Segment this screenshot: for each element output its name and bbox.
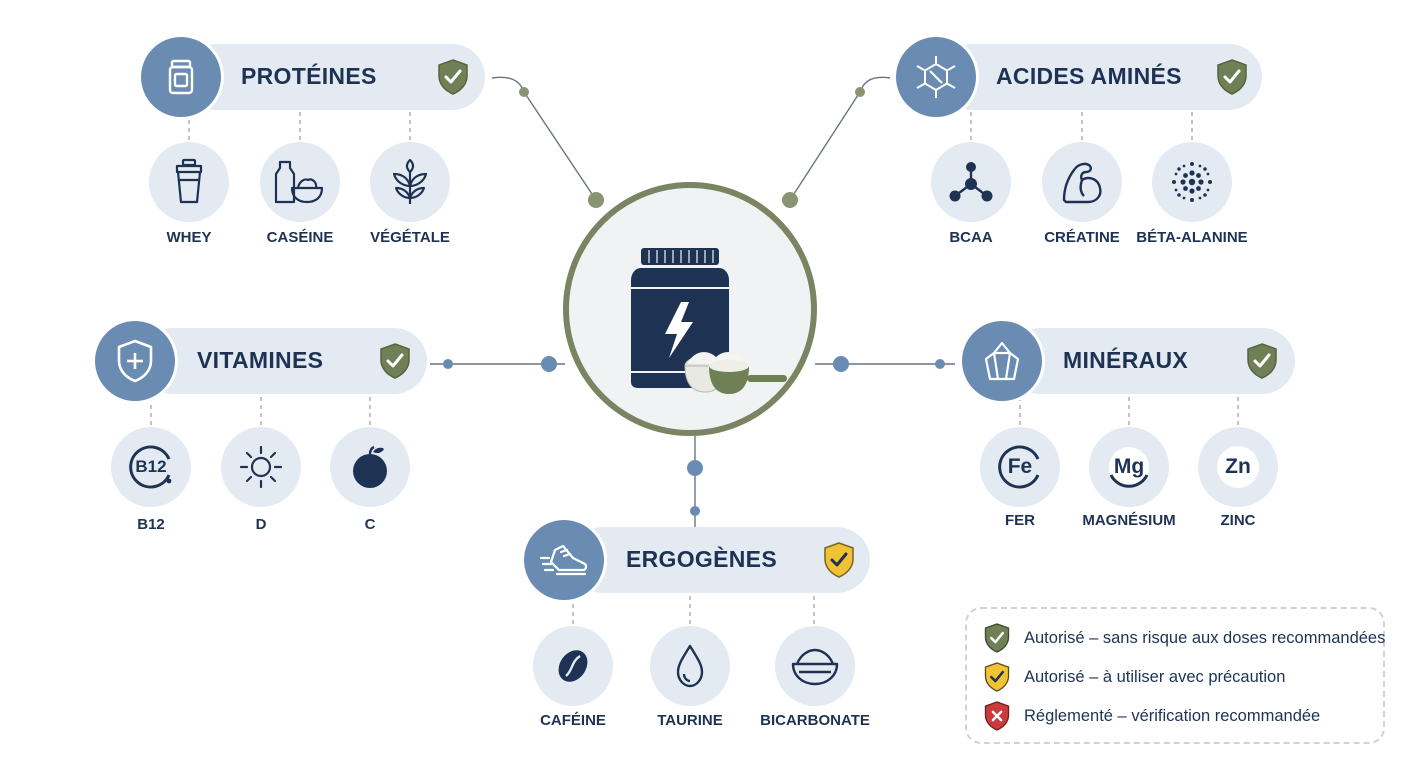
sub-label-vegetale: VÉGÉTALE [370,229,450,246]
sub-icon-cafeine [533,626,613,706]
sub-icon-creatine [1042,142,1122,222]
powder-bowl-icon [791,648,839,686]
sub-label-beta-alanine: BÉTA-ALANINE [1136,229,1248,246]
milk-bottle-bowl-icon [274,160,324,204]
category-title-ergogenes: ERGOGÈNES [626,546,777,572]
jar-icon [141,37,221,117]
shield-check-green-icon [1247,343,1277,379]
shield-check-green-icon [380,343,410,379]
sub-label-zinc: ZINC [1220,512,1256,529]
sub-label-caseine: CASÉINE [266,229,334,246]
sub-label-bcaa: BCAA [949,229,993,246]
sub-label-whey: WHEY [166,229,212,246]
ring-icon [1217,446,1259,488]
sub-label-bicarbonate: BICARBONATE [760,712,870,729]
link-acides [789,76,891,201]
category-pill-acides-amines [940,44,1262,110]
molecule-icon [949,162,993,202]
shield-x-red-icon [984,701,1010,731]
sub-icon-fer: Fe [980,427,1060,507]
ring-icon [998,445,1040,489]
legend-row-safe: Autorisé – sans risque aux doses recomma… [983,622,1385,654]
category-pill-proteines [185,44,485,110]
category-title-acides-amines: ACIDES AMINÉS [996,63,1182,89]
shield-plus-icon [95,321,175,401]
sub-label-c: C [364,516,376,533]
shield-check-yellow-icon [984,662,1010,692]
ring-icon [1109,447,1149,488]
crystal-icon [962,321,1042,401]
sub-icon-vegetale [370,142,450,222]
sub-icon-whey [149,142,229,222]
sub-icon-taurine [650,626,730,706]
legend-row-caution: Autorisé – à utiliser avec précaution [983,661,1285,693]
orange-fruit-icon [353,445,387,488]
supplement-jar-icon [631,248,787,394]
central-hub [563,182,817,436]
category-pill-ergogenes [570,527,870,593]
dot-cluster-icon [1172,162,1212,202]
legend-box: Autorisé – sans risque aux doses recomma… [965,607,1385,744]
hexagon-molecule-icon [896,37,976,117]
sub-icon-caseine [260,142,340,222]
mg-text: Mg [1113,455,1145,478]
sun-icon [239,445,283,489]
fe-text: Fe [1007,455,1033,478]
ring-icon [129,445,172,489]
flexed-arm-icon [1062,162,1102,204]
shield-check-green-icon [984,623,1010,653]
running-shoe-icon [524,520,604,600]
sub-label-d: D [255,516,267,533]
category-title-proteines: PROTÉINES [241,63,377,89]
shield-check-green-icon [438,59,468,95]
sub-icon-beta-alanine [1152,142,1232,222]
shaker-icon [175,158,203,204]
zn-text: Zn [1225,455,1251,478]
water-drop-icon [676,644,704,688]
sub-label-b12: B12 [137,516,165,533]
sub-icon-d [221,427,301,507]
category-title-mineraux: MINÉRAUX [1063,347,1189,373]
sub-icon-b12: B12 [111,427,191,507]
sub-label-fer: FER [1005,512,1035,529]
category-pill-vitamines [140,328,427,394]
sub-label-magnesium: MAGNÉSIUM [1082,512,1176,529]
category-pill-mineraux [1007,328,1295,394]
b12-text: B12 [135,457,167,476]
link-proteines [491,76,597,201]
sub-icon-zinc: Zn [1198,427,1278,507]
legend-text-caution: Autorisé – à utiliser avec précaution [1024,667,1286,686]
shield-check-green-icon [1217,59,1247,95]
sub-label-cafeine: CAFÉINE [540,712,606,729]
sub-icon-c [330,427,410,507]
sub-label-taurine: TAURINE [657,712,723,729]
shield-check-yellow-icon [824,542,854,578]
category-title-vitamines: VITAMINES [197,347,324,373]
sub-icon-magnesium: Mg [1089,427,1169,507]
sub-icon-bcaa [931,142,1011,222]
legend-row-regulated: Réglementé – vérification recommandée [983,700,1320,732]
sub-icon-bicarbonate [775,626,855,706]
sub-label-creatine: CRÉATINE [1044,229,1120,246]
legend-text-regulated: Réglementé – vérification recommandée [1024,706,1321,725]
legend-text-safe: Autorisé – sans risque aux doses recomma… [1024,628,1386,647]
coffee-bean-icon [558,650,588,682]
plant-leaves-icon [392,158,428,204]
